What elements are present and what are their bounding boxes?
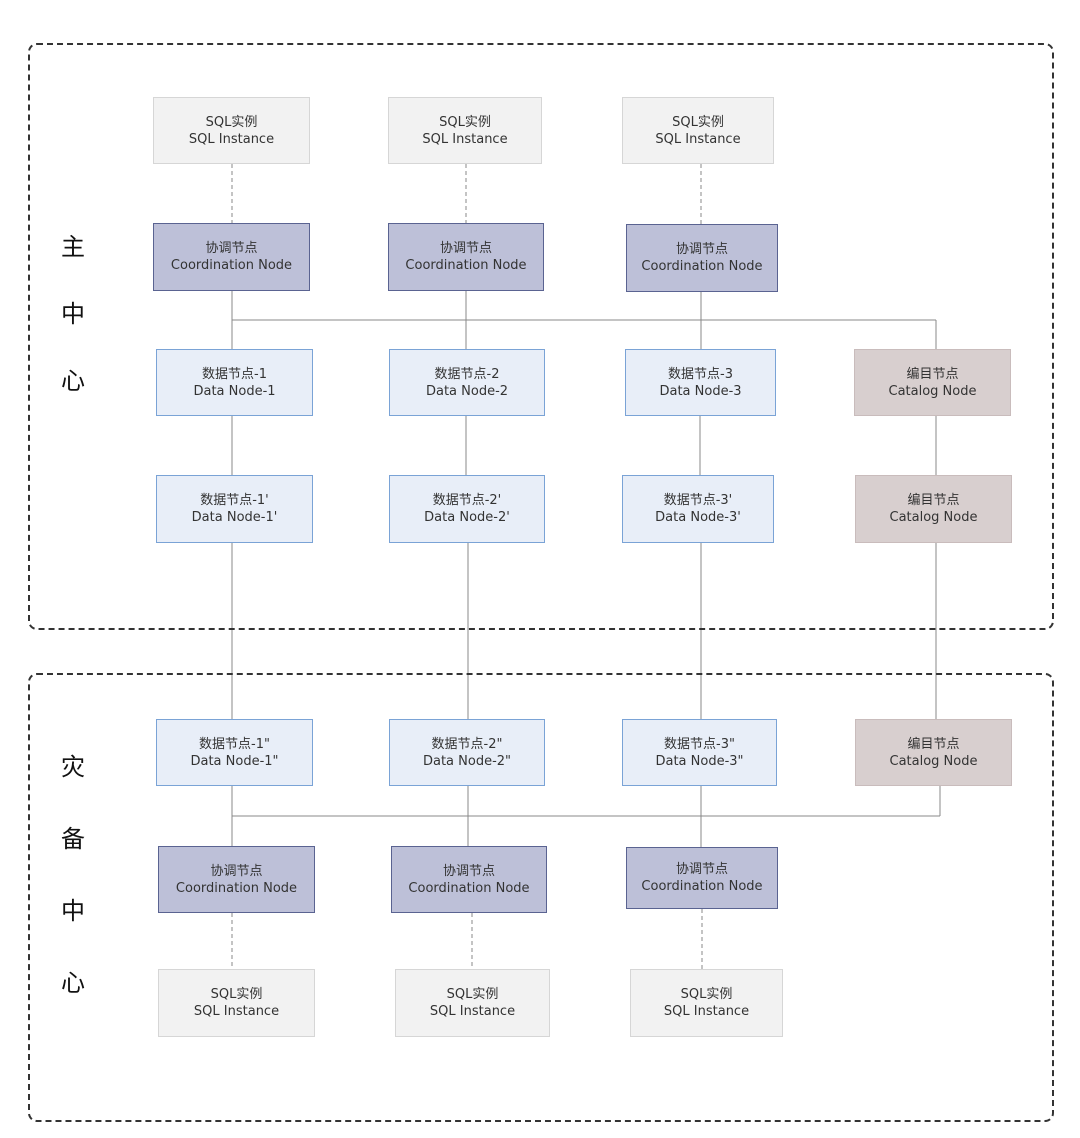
data-node-3-replica: 数据节点-3'Data Node-3' [622,475,774,543]
main-center-region [28,43,1054,630]
dr-data-node-3: 数据节点-3"Data Node-3" [622,719,777,786]
data-node-1-replica: 数据节点-1'Data Node-1' [156,475,313,543]
dr-data-node-2: 数据节点-2"Data Node-2" [389,719,545,786]
data-node-2-replica: 数据节点-2'Data Node-2' [389,475,545,543]
dr-data-node-1: 数据节点-1"Data Node-1" [156,719,313,786]
dr-center-region [28,673,1054,1122]
